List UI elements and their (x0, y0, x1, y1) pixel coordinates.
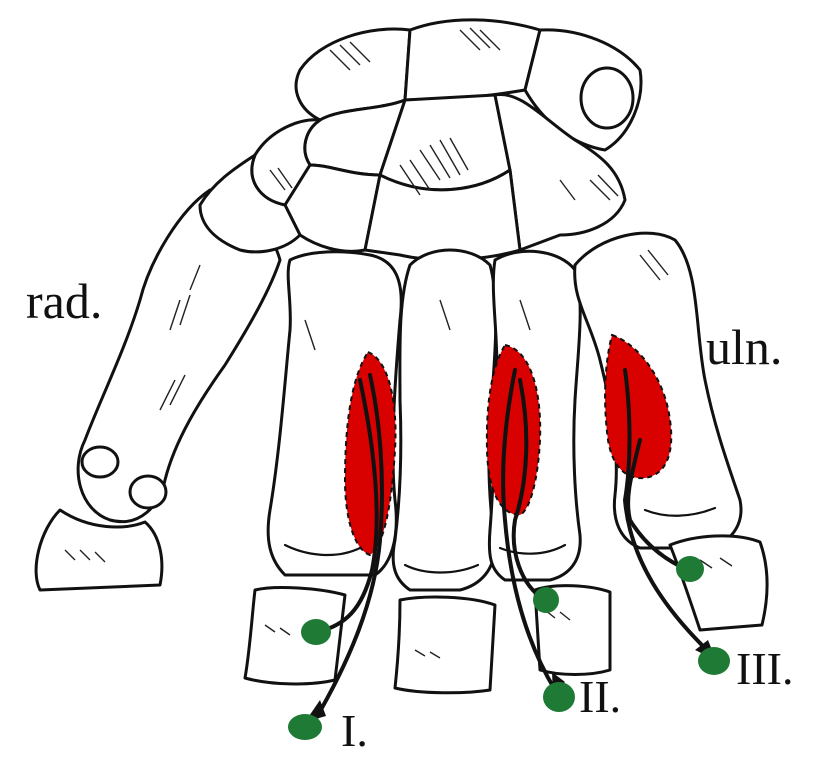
interosseus-1-label: I. (341, 708, 368, 754)
carpal-bones (200, 20, 641, 260)
insertion-2-distal (543, 682, 575, 712)
insertion-1-distal (288, 714, 322, 740)
insertion-2-proximal (533, 587, 559, 613)
insertion-1-proximal (301, 619, 331, 645)
ulnar-side-label: uln. (706, 322, 782, 372)
interosseus-3-label: III. (736, 646, 793, 692)
insertion-3-distal (698, 647, 730, 675)
interosseus-2-label: II. (579, 674, 621, 720)
insertion-3-proximal (676, 556, 704, 582)
radial-side-label: rad. (26, 276, 102, 326)
